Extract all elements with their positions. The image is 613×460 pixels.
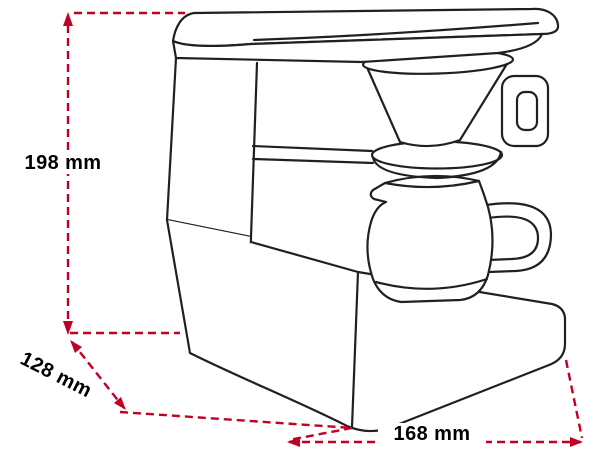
- lid-contour-line: [252, 21, 540, 42]
- base-front-edge: [350, 270, 360, 429]
- filter-handle-inner: [515, 90, 539, 132]
- lid-front-edge: [171, 32, 544, 64]
- filter-holder-band: [371, 150, 503, 180]
- height-arrow-down-icon: [63, 321, 73, 335]
- depth-extension-front: [119, 410, 353, 430]
- carafe-body: [366, 179, 494, 304]
- depth-dimension-line: [71, 341, 125, 409]
- width-arrow-left-icon: [287, 437, 300, 447]
- coffee-maker: [165, 7, 567, 433]
- filter-handle: [500, 74, 550, 148]
- width-extension-right: [564, 359, 584, 439]
- depth-arrow-upleft-icon: [70, 340, 82, 353]
- filter-holder-arm: [251, 144, 375, 165]
- height-dimension-label: 198 mm: [10, 152, 116, 174]
- depth-arrow-downright-icon: [114, 397, 126, 410]
- width-dimension-label: 168 mm: [378, 423, 486, 445]
- height-arrow-up-icon: [63, 12, 73, 26]
- carafe-handle-inner: [486, 215, 540, 262]
- width-arrow-right-icon: [570, 437, 583, 447]
- depth-dimension: [70, 340, 353, 430]
- carafe-lid: [383, 174, 481, 185]
- carafe: [366, 174, 553, 304]
- carafe-handle-outer: [484, 202, 553, 274]
- carafe-base-line: [374, 277, 489, 290]
- body-upper-panel: [165, 56, 259, 239]
